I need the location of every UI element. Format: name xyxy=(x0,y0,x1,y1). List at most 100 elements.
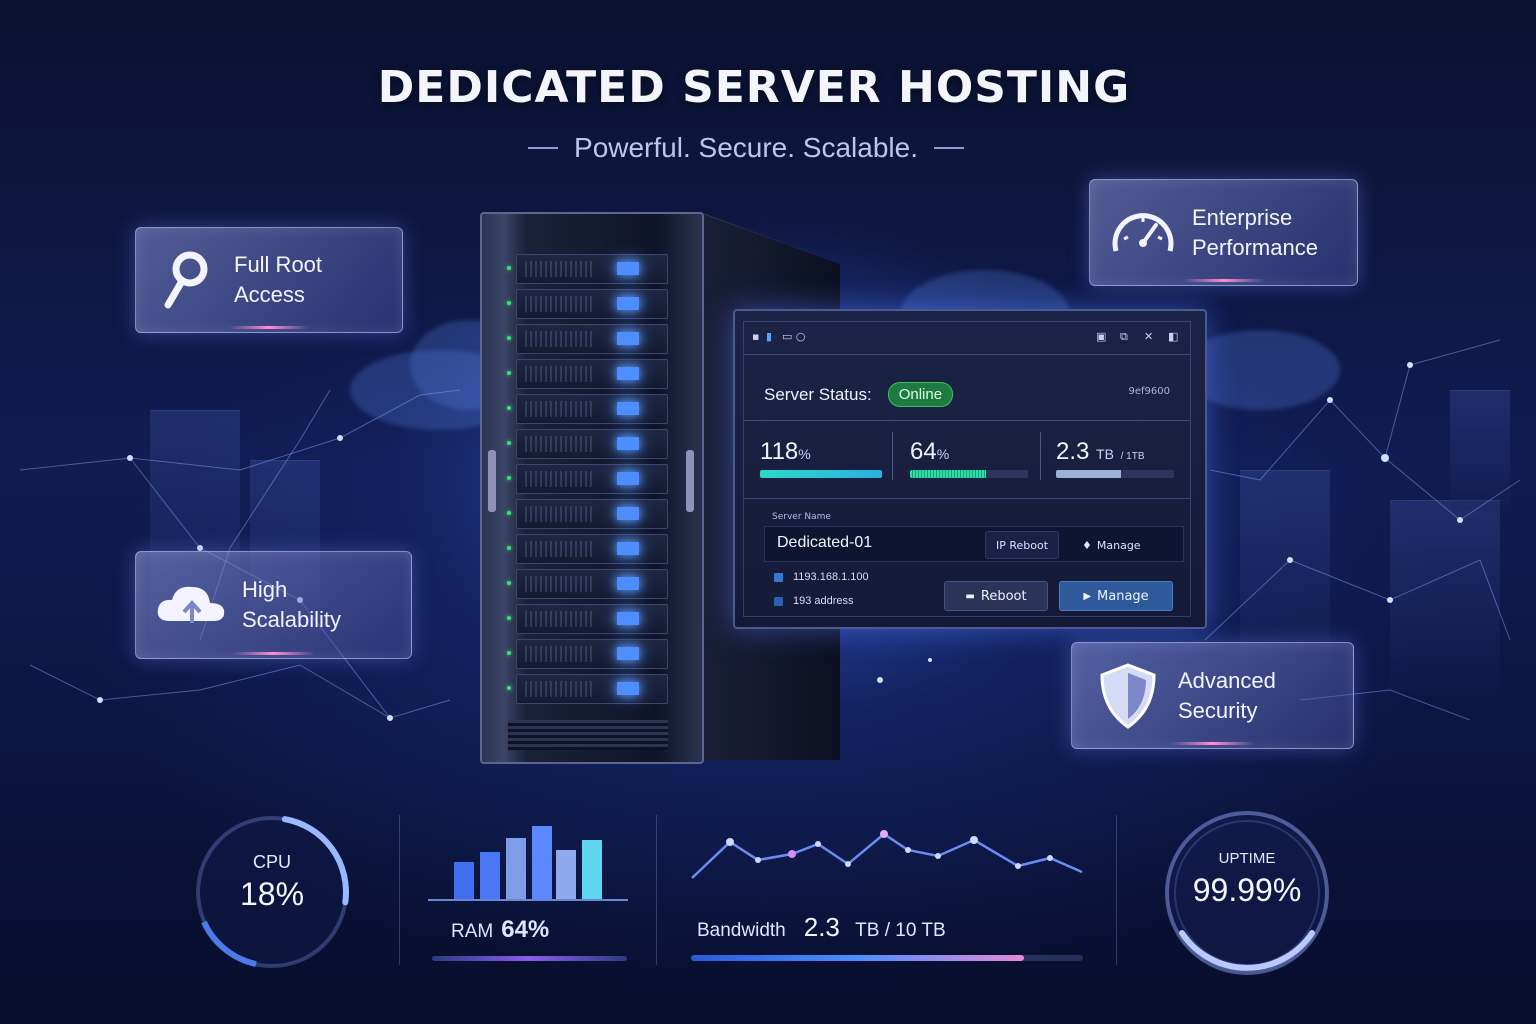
tab-icon[interactable]: ▮ xyxy=(766,330,773,343)
drive-light xyxy=(617,262,639,275)
server-unit xyxy=(507,534,668,564)
status-led xyxy=(507,476,511,480)
ram-bar-chart xyxy=(428,826,628,901)
drive-light xyxy=(617,612,639,625)
cpu-gauge-value: 18% xyxy=(239,876,305,912)
status-led xyxy=(507,511,511,515)
page-title: DEDICATED SERVER HOSTING xyxy=(377,62,1131,113)
status-row: Server Status: Online xyxy=(764,382,954,407)
window-titlebar: ▪ ▮ ▭ ○ ▣ ⧉ ✕ ◧ xyxy=(744,322,1190,354)
ram-bar xyxy=(454,862,474,900)
status-led xyxy=(507,441,511,445)
metric-value: 118% xyxy=(760,438,811,465)
feature-card-root-access[interactable]: Full Root Access xyxy=(135,227,403,333)
page-subtitle: Powerful. Secure. Scalable. xyxy=(574,132,918,163)
feature-card-performance[interactable]: Enterprise Performance xyxy=(1089,179,1358,286)
status-badge: Online xyxy=(887,382,954,407)
menu-icon[interactable]: ▪ xyxy=(752,330,760,343)
status-led xyxy=(507,371,511,375)
server-unit xyxy=(507,639,668,669)
restore-icon[interactable]: ⧉ xyxy=(1120,330,1128,343)
ip-reboot-button[interactable]: IP Reboot xyxy=(985,531,1060,559)
drive-light xyxy=(617,472,639,485)
bandwidth-point xyxy=(788,850,796,858)
drive-light xyxy=(617,402,639,415)
maximize-icon[interactable]: ▣ xyxy=(1096,330,1107,343)
drive-light xyxy=(617,437,639,450)
bandwidth-label: Bandwidth xyxy=(697,920,786,941)
settings-icon[interactable]: ◧ xyxy=(1168,330,1179,343)
drive-light xyxy=(617,577,639,590)
server-unit xyxy=(507,394,668,424)
ip-label-row: 193 address xyxy=(774,595,854,607)
reboot-button[interactable]: ▬ Reboot xyxy=(944,581,1048,611)
divider xyxy=(1116,815,1117,965)
server-unit xyxy=(507,254,668,284)
play-icon: ▶ xyxy=(1083,590,1092,602)
vent-grill xyxy=(525,401,595,417)
ram-bar xyxy=(582,840,602,900)
arrow-icon: ♦ xyxy=(1082,538,1092,552)
drive-light xyxy=(617,542,639,555)
bandwidth-line-chart xyxy=(691,830,1083,879)
drive-light xyxy=(617,507,639,520)
cpu-gauge: CPU 18% xyxy=(192,812,352,972)
bandwidth-point xyxy=(726,838,734,846)
server-unit xyxy=(507,464,668,494)
vent-grill xyxy=(525,681,595,697)
rack-vent xyxy=(508,720,668,750)
uptime-label: UPTIME xyxy=(1218,850,1276,867)
feature-card-security[interactable]: Advanced Security xyxy=(1071,642,1354,749)
cpu-progress-bar xyxy=(760,470,882,478)
metric-cpu: 118% xyxy=(760,438,882,478)
drive-light xyxy=(617,367,639,380)
vent-grill xyxy=(525,471,595,487)
ram-label: RAM xyxy=(451,921,494,942)
status-led xyxy=(507,581,511,585)
ip-address-value: 1193.168.1.100 xyxy=(793,571,869,583)
ram-bar xyxy=(532,826,552,900)
status-led xyxy=(507,686,511,690)
server-name-label: Server Name xyxy=(772,512,831,522)
bandwidth-point xyxy=(1015,863,1021,869)
divider xyxy=(528,147,559,149)
metric-value: 2.3 TB / 1TB xyxy=(1056,438,1145,465)
vent-grill xyxy=(525,646,595,662)
vent-grill xyxy=(525,611,595,627)
divider xyxy=(892,432,893,480)
close-icon[interactable]: ✕ xyxy=(1144,330,1154,343)
uptime-gauge-ring xyxy=(1165,811,1329,975)
server-rack xyxy=(480,212,704,764)
vent-grill xyxy=(525,541,595,557)
server-unit xyxy=(507,359,668,389)
bandwidth-stat: Bandwidth 2.3 TB / 10 TB xyxy=(697,912,946,943)
metric-value: 64% xyxy=(910,438,950,465)
vent-grill xyxy=(525,506,595,522)
rack-handle xyxy=(488,450,496,512)
toggle-icon[interactable]: ▭ ○ xyxy=(782,330,806,343)
subtitle-row: Powerful. Secure. Scalable. xyxy=(0,132,1492,164)
status-led xyxy=(507,546,511,550)
status-led xyxy=(507,616,511,620)
ram-bar xyxy=(556,850,576,900)
manage-button[interactable]: ▶ Manage xyxy=(1059,581,1173,611)
server-unit xyxy=(507,429,668,459)
bandwidth-progress-bar xyxy=(691,955,1083,961)
feature-card-scalability[interactable]: High Scalability xyxy=(135,551,412,659)
manage-small-button[interactable]: ♦Manage xyxy=(1082,538,1141,552)
bandwidth-point xyxy=(880,830,888,838)
vent-grill xyxy=(525,261,595,277)
server-name-value: Dedicated-01 xyxy=(777,534,873,551)
bandwidth-point xyxy=(815,841,821,847)
reboot-icon: ▬ xyxy=(965,590,975,602)
checkbox[interactable] xyxy=(774,572,783,582)
bandwidth-total: TB / 10 TB xyxy=(855,920,946,941)
divider xyxy=(399,815,400,965)
cpu-gauge-ring xyxy=(196,816,349,968)
ram-bar xyxy=(480,852,500,900)
vent-grill xyxy=(525,436,595,452)
divider xyxy=(933,147,964,149)
feature-label: Enterprise Performance xyxy=(1192,204,1318,260)
checkbox[interactable] xyxy=(774,596,783,606)
